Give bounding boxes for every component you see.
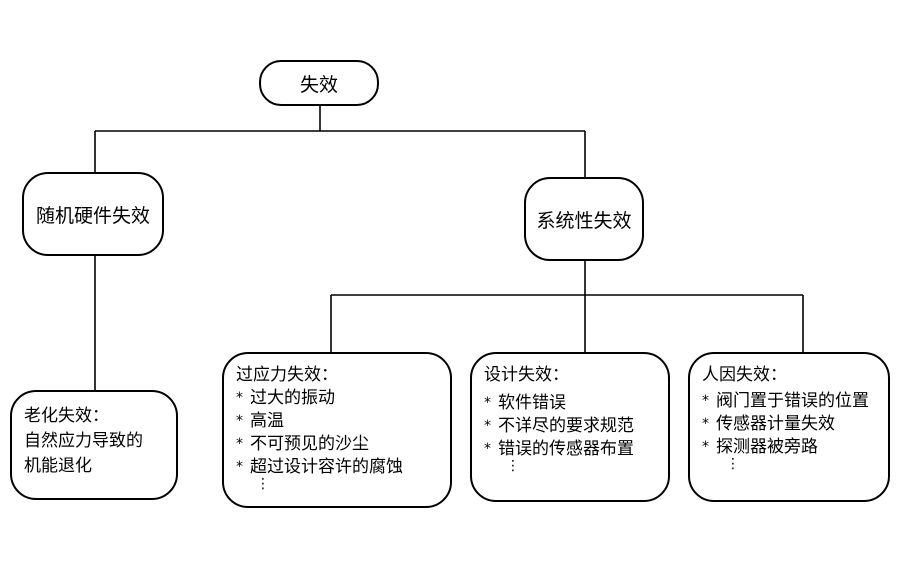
bullet: * [484, 395, 491, 411]
bullet: * [236, 390, 243, 406]
bullet: * [236, 436, 243, 452]
list-item: * 超过设计容许的腐蚀 [236, 456, 450, 479]
bullet: * [236, 413, 243, 429]
list-item: * 软件错误 [484, 392, 668, 415]
node-aging-failure: 老化失效： 自然应力导致的 机能退化 [10, 390, 178, 500]
more-items-ellipsis: ⋮ [256, 476, 270, 492]
node-overstress-failure: 过应力失效： * 过大的振动 * 高温 * 不可预见的沙尘 * 超过设计容许的腐蚀 ⋮ [222, 352, 452, 508]
node-root-label: 失效 [299, 73, 338, 96]
node-systematic-failure: 系统性失效 [524, 177, 644, 261]
design-title: 设计失效： [484, 365, 569, 385]
list-item-text: 高温 [250, 411, 284, 431]
list-item-text: 软件错误 [498, 393, 566, 413]
bullet: * [702, 416, 709, 432]
bullet: * [484, 418, 491, 434]
list-item-text: 传感器计量失效 [716, 414, 835, 434]
node-design-failure: 设计失效： * 软件错误 * 不详尽的要求规范 * 错误的传感器布置 ⋮ [470, 352, 670, 502]
aging-line: 自然应力导致的 [24, 431, 143, 451]
list-item: * 错误的传感器布置 [484, 438, 668, 461]
more-items-ellipsis: ⋮ [726, 456, 740, 472]
list-item: * 探测器被旁路 [702, 436, 888, 459]
list-item: * 过大的振动 [236, 387, 450, 410]
list-item-text: 不可预见的沙尘 [250, 434, 369, 454]
list-item: * 阀门置于错误的位置 [702, 390, 888, 413]
aging-line: 老化失效： [24, 406, 109, 426]
more-items-ellipsis: ⋮ [506, 458, 520, 474]
list-item: * 不可预见的沙尘 [236, 433, 450, 456]
human-title: 人因失效： [702, 365, 787, 385]
list-item-text: 错误的传感器布置 [498, 439, 634, 459]
list-item-text: 超过设计容许的腐蚀 [250, 457, 403, 477]
list-item-text: 不详尽的要求规范 [498, 416, 634, 436]
bullet: * [236, 459, 243, 475]
list-item-text: 探测器被旁路 [716, 437, 818, 457]
bullet: * [702, 393, 709, 409]
node-random-hardware-failure: 随机硬件失效 [22, 172, 164, 256]
node-human-failure: 人因失效： * 阀门置于错误的位置 * 传感器计量失效 * 探测器被旁路 ⋮ [688, 352, 890, 502]
overstress-title: 过应力失效： [236, 365, 338, 385]
bullet: * [702, 439, 709, 455]
list-item-text: 过大的振动 [250, 388, 335, 408]
node-random-hardware-failure-label: 随机硬件失效 [35, 204, 150, 227]
node-systematic-failure-label: 系统性失效 [536, 209, 632, 232]
list-item: * 传感器计量失效 [702, 413, 888, 436]
bullet: * [484, 441, 491, 457]
list-item-text: 阀门置于错误的位置 [716, 391, 869, 411]
list-item: * 高温 [236, 410, 450, 433]
node-root: 失效 [259, 60, 379, 106]
aging-line: 机能退化 [24, 456, 92, 476]
list-item: * 不详尽的要求规范 [484, 415, 668, 438]
